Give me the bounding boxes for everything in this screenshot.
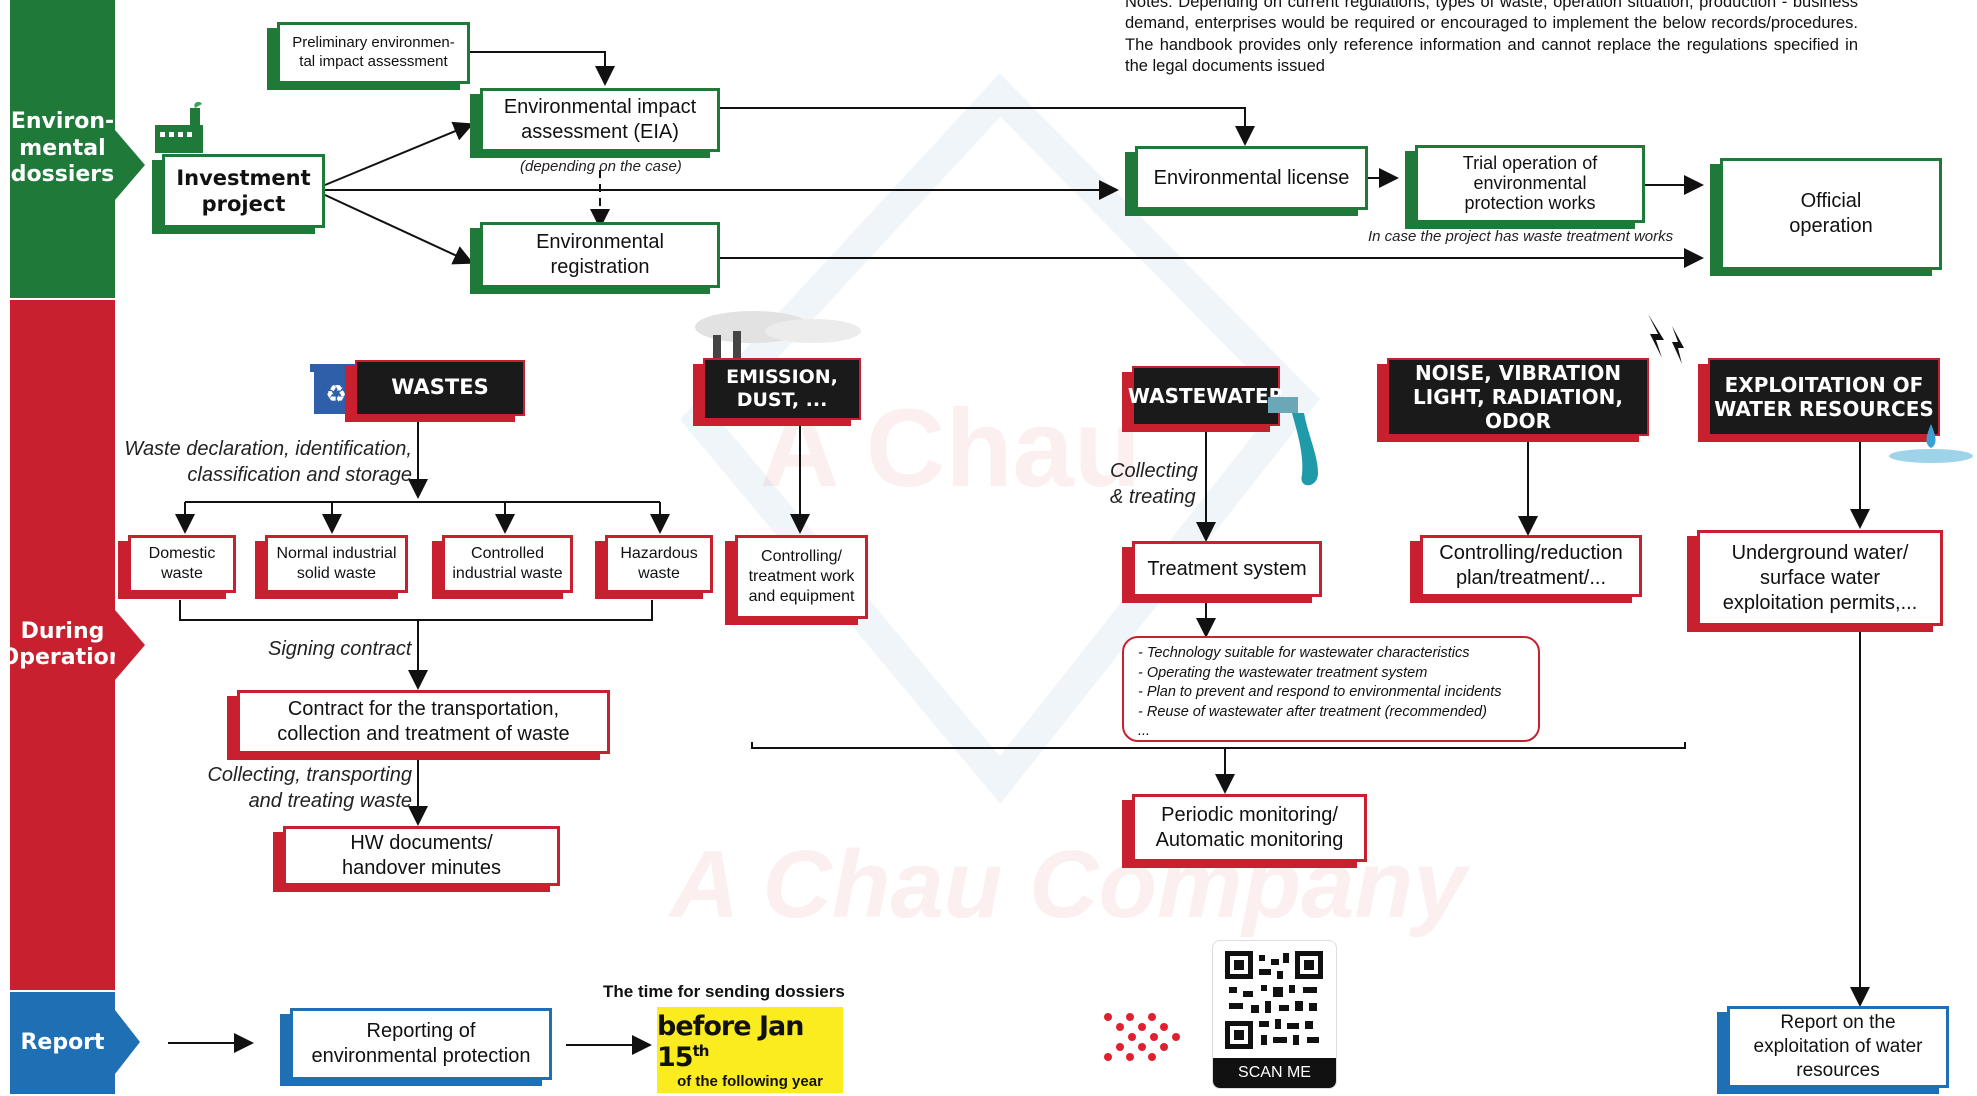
chevron-arrows-icon [1104, 1013, 1180, 1061]
hw-documents-box: HW documents/ handover minutes [283, 826, 560, 886]
time-label: The time for sending dossiers [603, 982, 845, 1001]
environmental-registration-box: Environmental registration [480, 222, 720, 288]
section-label: Report [20, 1029, 105, 1055]
in-case-note: In case the project has waste treatment … [1368, 228, 1674, 245]
header-label: WASTES [391, 375, 489, 400]
box-label: Controlling/reduction plan/treatment/... [1439, 542, 1623, 589]
normal-industrial-waste-box: Normal industrial solid waste [265, 535, 408, 593]
collecting-treating-label: Collecting & treating [1110, 460, 1198, 508]
box-label: Trial operation of environmental protect… [1462, 153, 1598, 213]
eia-box: Environmental impact assessment (EIA) [480, 88, 720, 152]
box-label: Normal industrial solid waste [276, 545, 397, 582]
report-water-box: Report on the exploitation of water reso… [1727, 1006, 1949, 1088]
header-label: WASTEWATER [1127, 384, 1285, 408]
emission-header: EMISSION, DUST, ... [703, 358, 861, 420]
deadline-sub: of the following year [677, 1072, 823, 1090]
reporting-box: Reporting of environmental protection [290, 1008, 552, 1080]
signing-contract-label: Signing contract [268, 638, 412, 660]
box-label: Official operation [1789, 190, 1873, 237]
treatment-system-box: Treatment system [1132, 541, 1322, 597]
qr-code-card[interactable]: SCAN ME [1212, 940, 1337, 1089]
box-label: Treatment system [1147, 557, 1307, 580]
trial-operation-box: Trial operation of environmental protect… [1415, 145, 1645, 223]
collecting-transporting-label: Collecting, transporting and treating wa… [207, 764, 412, 812]
controlling-treatment-box: Controlling/ treatment work and equipmen… [735, 535, 868, 619]
box-label: Hazardous waste [620, 545, 698, 582]
controlling-plan-box: Controlling/reduction plan/treatment/... [1420, 535, 1642, 597]
exploitation-header: EXPLOITATION OF WATER RESOURCES [1708, 358, 1940, 436]
controlled-industrial-waste-box: Controlled industrial waste [442, 535, 573, 593]
header-label: NOISE, VIBRATION LIGHT, RADIATION, ODOR [1413, 361, 1623, 433]
box-label: Environmental registration [536, 231, 664, 278]
box-label: Report on the exploitation of water reso… [1753, 1012, 1923, 1081]
qr-code-icon [1225, 951, 1323, 1049]
section-environmental-dossiers: Environ- mental dossiers [10, 0, 115, 298]
official-operation-box: Official operation [1720, 158, 1942, 270]
box-label: HW documents/ handover minutes [342, 832, 501, 879]
wastes-header: WASTES [355, 360, 525, 416]
deadline-main: before Jan 15 [657, 1010, 804, 1073]
box-label: Environmental impact assessment (EIA) [503, 96, 697, 143]
investment-project-box: Investment project [162, 154, 325, 228]
domestic-waste-box: Domestic waste [128, 535, 236, 593]
tech-item: - Plan to prevent and respond to environ… [1138, 684, 1502, 701]
deadline-sup: th [692, 1041, 710, 1060]
header-label: EMISSION, DUST, ... [726, 366, 838, 411]
environmental-license-box: Environmental license [1135, 146, 1368, 210]
factory-icon [155, 101, 203, 153]
notes-text: Notes: Depending on current regulations,… [1125, 0, 1858, 76]
section-during-operation: During Operation [1, 300, 124, 990]
noise-header: NOISE, VIBRATION LIGHT, RADIATION, ODOR [1387, 358, 1649, 436]
box-label: Underground water/ surface water exploit… [1722, 541, 1918, 614]
box-label: Preliminary environmen- tal impact asses… [292, 34, 455, 70]
preliminary-eia-box: Preliminary environmen- tal impact asses… [277, 22, 470, 84]
section-label: During Operation [0, 618, 125, 670]
section-report: Report [10, 992, 115, 1094]
section-label: Environ- mental dossiers [10, 109, 115, 188]
box-label: Periodic monitoring/ Automatic monitorin… [1155, 804, 1344, 851]
underground-water-box: Underground water/ surface water exploit… [1697, 530, 1943, 626]
tech-item: - Reuse of wastewater after treatment (r… [1138, 703, 1487, 720]
box-label: Controlled industrial waste [452, 545, 563, 582]
box-label: Environmental license [1153, 166, 1350, 189]
box-label: Investment project [176, 165, 311, 216]
box-label: Reporting of environmental protection [311, 1020, 531, 1067]
wastewater-header: WASTEWATER [1128, 366, 1284, 426]
box-label: Domestic waste [148, 545, 216, 582]
hazardous-waste-box: Hazardous waste [605, 535, 713, 593]
depending-note: (depending on the case) [520, 158, 682, 175]
recycle-bin-icon: ♻ [310, 364, 376, 414]
deadline-main-row: before Jan 15th [657, 1011, 843, 1073]
scan-me-label: SCAN ME [1213, 1058, 1336, 1088]
box-label: Contract for the transportation, collect… [277, 698, 570, 745]
tech-item: ... [1138, 723, 1151, 740]
waste-declaration-label: Waste declaration, identification, class… [124, 438, 412, 486]
water-pipe-icon [1268, 397, 1318, 486]
water-drop-icon [1889, 424, 1973, 463]
lightning-icon [1648, 314, 1684, 364]
monitoring-box: Periodic monitoring/ Automatic monitorin… [1132, 794, 1367, 862]
svg-text:♻: ♻ [325, 380, 347, 408]
box-label: Controlling/ treatment work and equipmen… [748, 548, 855, 605]
chimney-smoke-icon [695, 311, 861, 361]
deadline-badge: before Jan 15th of the following year [657, 1007, 843, 1093]
technology-list-box: - Technology suitable for wastewater cha… [1122, 636, 1540, 742]
contract-box: Contract for the transportation, collect… [237, 690, 610, 754]
tech-item: - Operating the wastewater treatment sys… [1138, 664, 1428, 681]
tech-item: - Technology suitable for wastewater cha… [1138, 645, 1470, 661]
header-label: EXPLOITATION OF WATER RESOURCES [1714, 373, 1934, 421]
